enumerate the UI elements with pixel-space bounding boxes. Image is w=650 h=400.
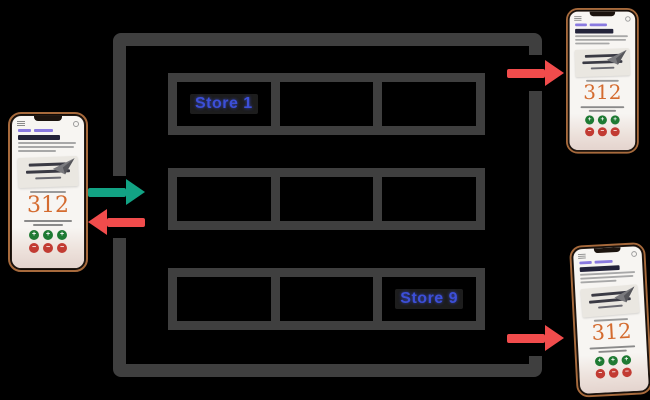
decrement-button: − [610,127,620,137]
decrement-button: − [57,243,67,253]
body-text-line [580,274,634,280]
menu-icon [574,15,582,21]
report-title [575,28,614,34]
menu-icon [577,253,586,260]
store-cell-4 [177,177,271,221]
store-1-label: Store 1 [189,94,258,114]
decrement-button: − [29,243,39,253]
category-links [575,23,630,27]
red-right-arrow-bottom [500,320,574,356]
decrement-button: − [595,368,606,379]
phone-screen: 312 + + + − − − [572,246,649,394]
phone-frame: 312 + + + − − − [8,112,88,272]
green-right-arrow [88,176,164,208]
certificate-card [580,284,640,318]
counter-subtext [24,220,72,222]
decrement-button: − [621,367,632,378]
top-right-phone: 312 + + + − − − [566,8,639,154]
phone-frame: 312 + + + − − − [569,242,650,398]
increment-button: + [594,356,605,367]
phone-frame: 312 + + + − − − [566,8,639,154]
store-grid-row-3: Store 9 [168,268,485,330]
report-title [18,135,60,140]
increment-button: + [621,355,632,365]
profile-icon [625,15,631,22]
increment-button: + [29,230,39,240]
category-links [18,129,78,132]
store-cell-2 [270,82,374,126]
left-phone: 312 + + + − − − [8,112,88,272]
body-text-line [575,38,627,41]
decrement-button: − [43,243,53,253]
increment-button: + [597,115,607,125]
store-cell-9: Store 9 [373,277,476,321]
profile-icon [73,120,79,127]
increment-button: + [57,230,67,240]
counter-value: 312 [27,193,69,218]
body-text-line [18,142,76,144]
store-cell-7 [177,277,271,321]
bottom-right-phone: 312 + + + − − − [569,242,650,398]
phone-notch-icon [34,116,62,121]
body-text-line [580,279,617,284]
certificate-card [574,48,631,78]
paper-plane-icon [614,286,635,303]
increment-button-row: + + + [584,354,641,367]
counter-subtext [33,224,63,226]
body-text-line [18,146,74,148]
store-cell-8 [270,277,374,321]
red-right-arrow-top [500,55,574,91]
store-cell-5 [270,177,374,221]
phone-screen: 312 + + + − − − [12,116,84,268]
counter-value: 312 [583,81,622,105]
red-left-arrow [88,206,164,238]
paper-plane-icon [606,49,627,65]
decrement-button-row: − − − [18,243,78,253]
store-grid-row-1: Store 1 [168,73,485,135]
phone-screen: 312 + + + − − − [569,11,636,150]
counter-subtext [589,345,636,350]
phone-notch-icon [589,11,616,17]
store-cell-3 [373,82,476,126]
paper-plane-icon [52,158,75,175]
certificate-card [17,155,79,189]
decrement-button: − [585,127,595,137]
decrement-button: − [597,127,607,137]
decrement-button-row: − − − [575,127,630,137]
increment-button-row: + + + [575,115,630,125]
counter-subtext [598,349,627,353]
category-links [579,259,636,265]
decrement-button: − [608,368,619,379]
body-text-line [575,35,628,38]
profile-icon [631,250,638,257]
counter-value: 312 [591,319,633,346]
store-grid-row-2 [168,168,485,230]
menu-icon [17,120,25,127]
increment-button-row: + + + [18,230,78,240]
store-9-label: Store 9 [395,289,464,309]
report-title [579,265,620,273]
increment-button: + [608,355,619,366]
increment-button: + [585,115,595,125]
body-text-line [18,150,56,152]
caption-line [586,79,619,82]
counter-subtext [580,106,625,109]
increment-button: + [43,230,53,240]
increment-button: + [610,115,620,125]
caption-line [30,191,66,193]
store-cell-1: Store 1 [177,82,271,126]
body-text-line [575,42,610,45]
counter-subtext [588,109,617,112]
store-cell-6 [373,177,476,221]
